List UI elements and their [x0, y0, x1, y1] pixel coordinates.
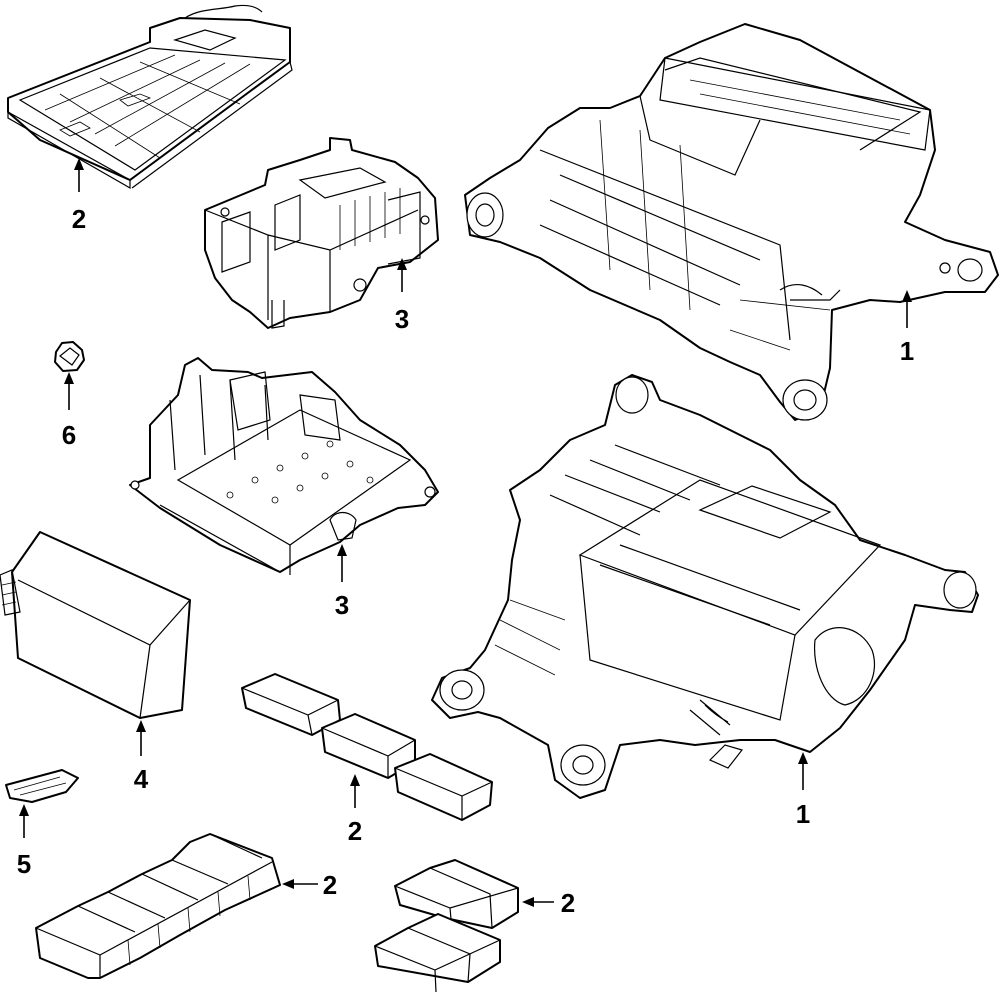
callout-label: 3	[395, 304, 409, 334]
callout-cell-group-small: 2	[522, 888, 575, 918]
callout-clip: 6	[62, 372, 76, 450]
callout-cell-row-large: 2	[282, 870, 337, 900]
callout-bracket: 5	[17, 804, 31, 879]
callout-motor-lower: 1	[796, 752, 810, 829]
battery-tray-part	[7, 4, 293, 190]
callout-battery-tray: 2	[72, 158, 86, 234]
callout-label: 1	[796, 799, 810, 829]
callout-inverter-lower: 3	[335, 544, 349, 620]
control-module-part	[0, 531, 191, 719]
inverter-upper-part	[204, 137, 439, 329]
callout-label: 6	[62, 420, 76, 450]
callout-label: 2	[348, 816, 362, 846]
callout-cell-chain: 2	[348, 774, 362, 846]
callout-control-module: 4	[134, 720, 149, 794]
callout-label: 4	[134, 764, 149, 794]
inverter-lower-part	[129, 357, 439, 575]
callout-label: 1	[900, 336, 914, 366]
callout-label: 2	[72, 204, 86, 234]
clip-part	[54, 341, 85, 372]
bracket-part	[5, 769, 79, 803]
cell-chain-part	[241, 673, 493, 821]
motor-lower-part	[431, 374, 979, 799]
motor-upper-part	[464, 23, 999, 421]
callout-label: 2	[561, 888, 575, 918]
callout-motor-upper: 1	[900, 290, 914, 366]
cell-row-large-part	[35, 833, 281, 979]
callout-label: 2	[323, 870, 337, 900]
callout-label: 3	[335, 590, 349, 620]
callout-label: 5	[17, 849, 31, 879]
inverter-lower-bolt-pattern	[226, 440, 374, 504]
cell-group-small-part	[374, 859, 519, 993]
callout-inverter-upper: 3	[395, 258, 409, 334]
